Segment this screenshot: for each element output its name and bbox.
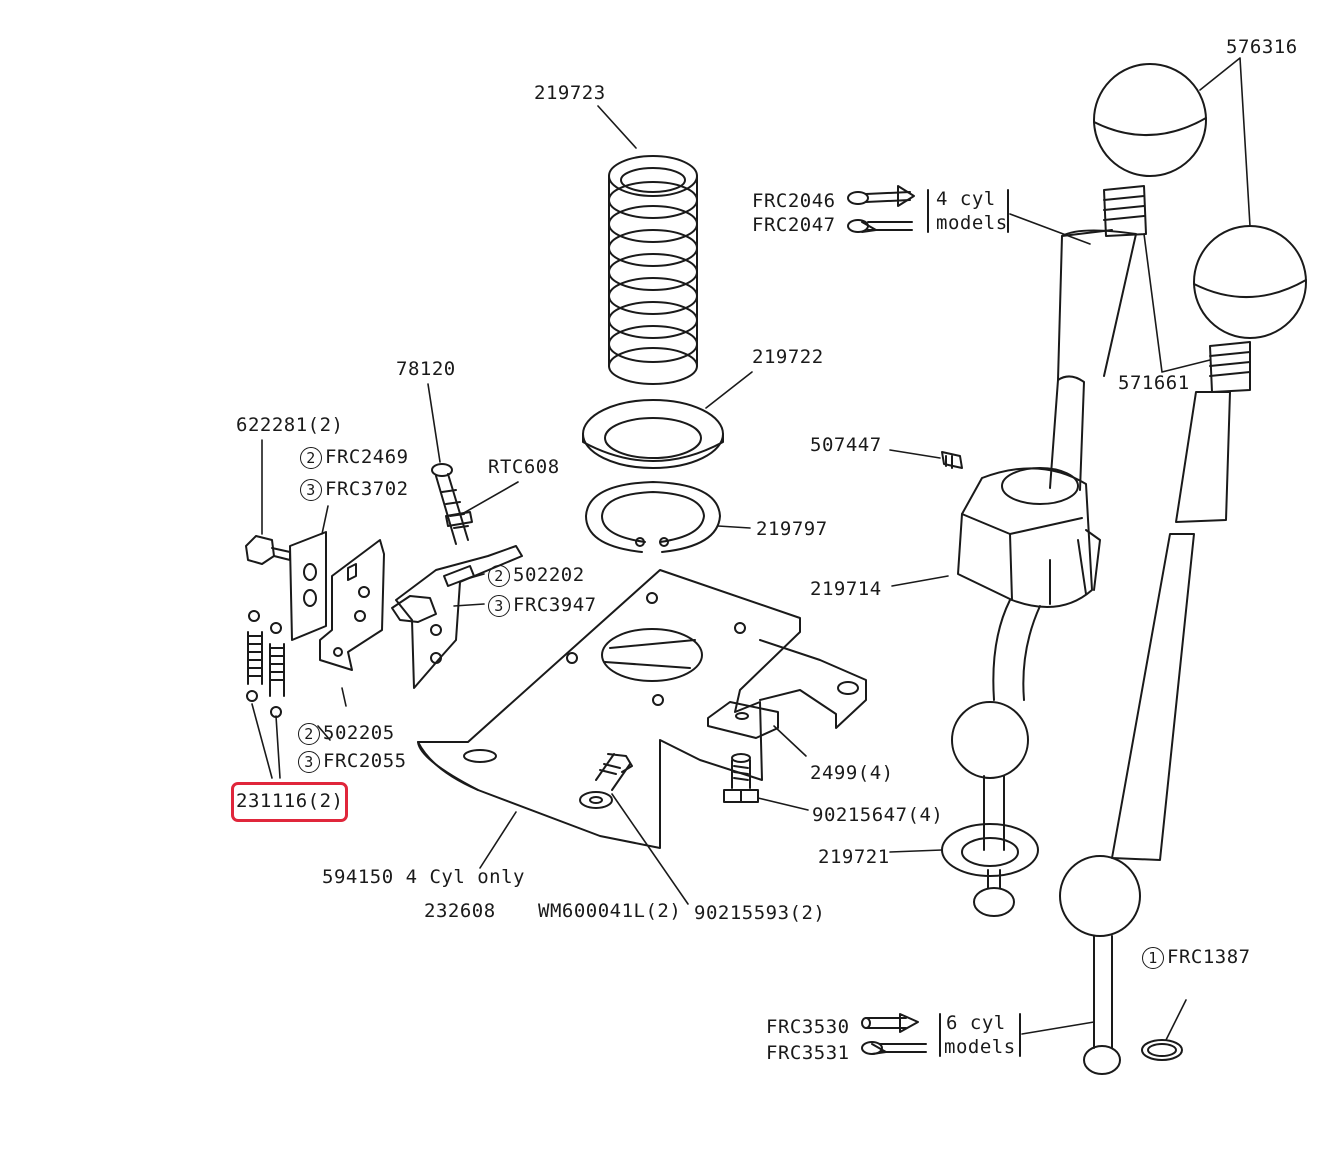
screw-78120	[432, 464, 472, 544]
label-622281: 622281(2)	[236, 414, 344, 436]
label-507447: 507447	[810, 434, 882, 456]
label-232608: 232608	[424, 900, 496, 922]
bracket-502205	[320, 540, 384, 670]
o-ring-FRC1387	[1142, 1040, 1182, 1060]
label-219723: 219723	[534, 82, 606, 104]
knob-576316-lower	[1194, 226, 1306, 338]
label-FRC2046: FRC2046	[752, 190, 836, 212]
label-219714: 219714	[810, 578, 882, 600]
clip-pins-6cyl	[862, 1014, 926, 1054]
label-571661: 571661	[1118, 372, 1190, 394]
label-576316: 576316	[1226, 36, 1298, 58]
plate-2499	[708, 702, 778, 738]
coil-spring-219723	[609, 156, 697, 384]
label-FRC3530: FRC3530	[766, 1016, 850, 1038]
ring-219721	[942, 824, 1038, 876]
label-594150: 594150 4 Cyl only	[322, 866, 525, 888]
callout-3: 3	[298, 750, 320, 773]
label-78120: 78120	[396, 358, 456, 380]
label-90215593: 90215593(2)	[694, 902, 826, 924]
knob-576316-upper	[1094, 64, 1206, 176]
bolt-622281	[246, 536, 290, 564]
label-models-4cyl: models	[936, 212, 1008, 234]
label-219722: 219722	[752, 346, 824, 368]
clip-pins-4cyl	[848, 186, 914, 232]
circlip-219797	[586, 482, 720, 552]
gear-lever-4cyl	[952, 186, 1146, 916]
leader-lines	[252, 58, 1250, 1040]
label-219797: 219797	[756, 518, 828, 540]
label-90215647: 90215647(4)	[812, 804, 944, 826]
callout-2: 2	[298, 722, 320, 745]
label-2499: 2499(4)	[810, 762, 894, 784]
label-FRC3531: FRC3531	[766, 1042, 850, 1064]
label-FRC2047: FRC2047	[752, 214, 836, 236]
grub-screw-507447	[942, 452, 962, 468]
bolt-90215647	[724, 754, 758, 802]
label-WM600041L: WM600041L(2)	[538, 900, 682, 922]
label-RTC608: RTC608	[488, 456, 560, 478]
gear-lever-6cyl	[1060, 342, 1250, 1074]
highlight-box-231116	[231, 782, 348, 822]
bracket-6cyl-lines	[940, 1014, 1020, 1056]
callout-3: 3	[488, 594, 510, 617]
bracket-4cyl-lines	[928, 190, 1008, 232]
callout-3: 3	[300, 478, 322, 501]
label-219721: 219721	[818, 846, 890, 868]
label-6cyl: 6 cyl	[946, 1012, 1006, 1034]
callout-2: 2	[300, 446, 322, 469]
label-models-6cyl: models	[944, 1036, 1016, 1058]
lever-bracket-502202	[392, 546, 522, 688]
label-4cyl: 4 cyl	[936, 188, 996, 210]
washer-219722	[583, 400, 723, 468]
bolt-90215593	[580, 754, 632, 808]
callout-1: 1	[1142, 946, 1164, 969]
lever-housing-219714	[958, 468, 1100, 607]
label-231116: 231116(2)	[236, 790, 344, 812]
base-plate-594150	[418, 570, 866, 848]
springs-231116	[247, 611, 284, 717]
plate-FRC2469	[290, 532, 326, 640]
callout-2: 2	[488, 564, 510, 587]
